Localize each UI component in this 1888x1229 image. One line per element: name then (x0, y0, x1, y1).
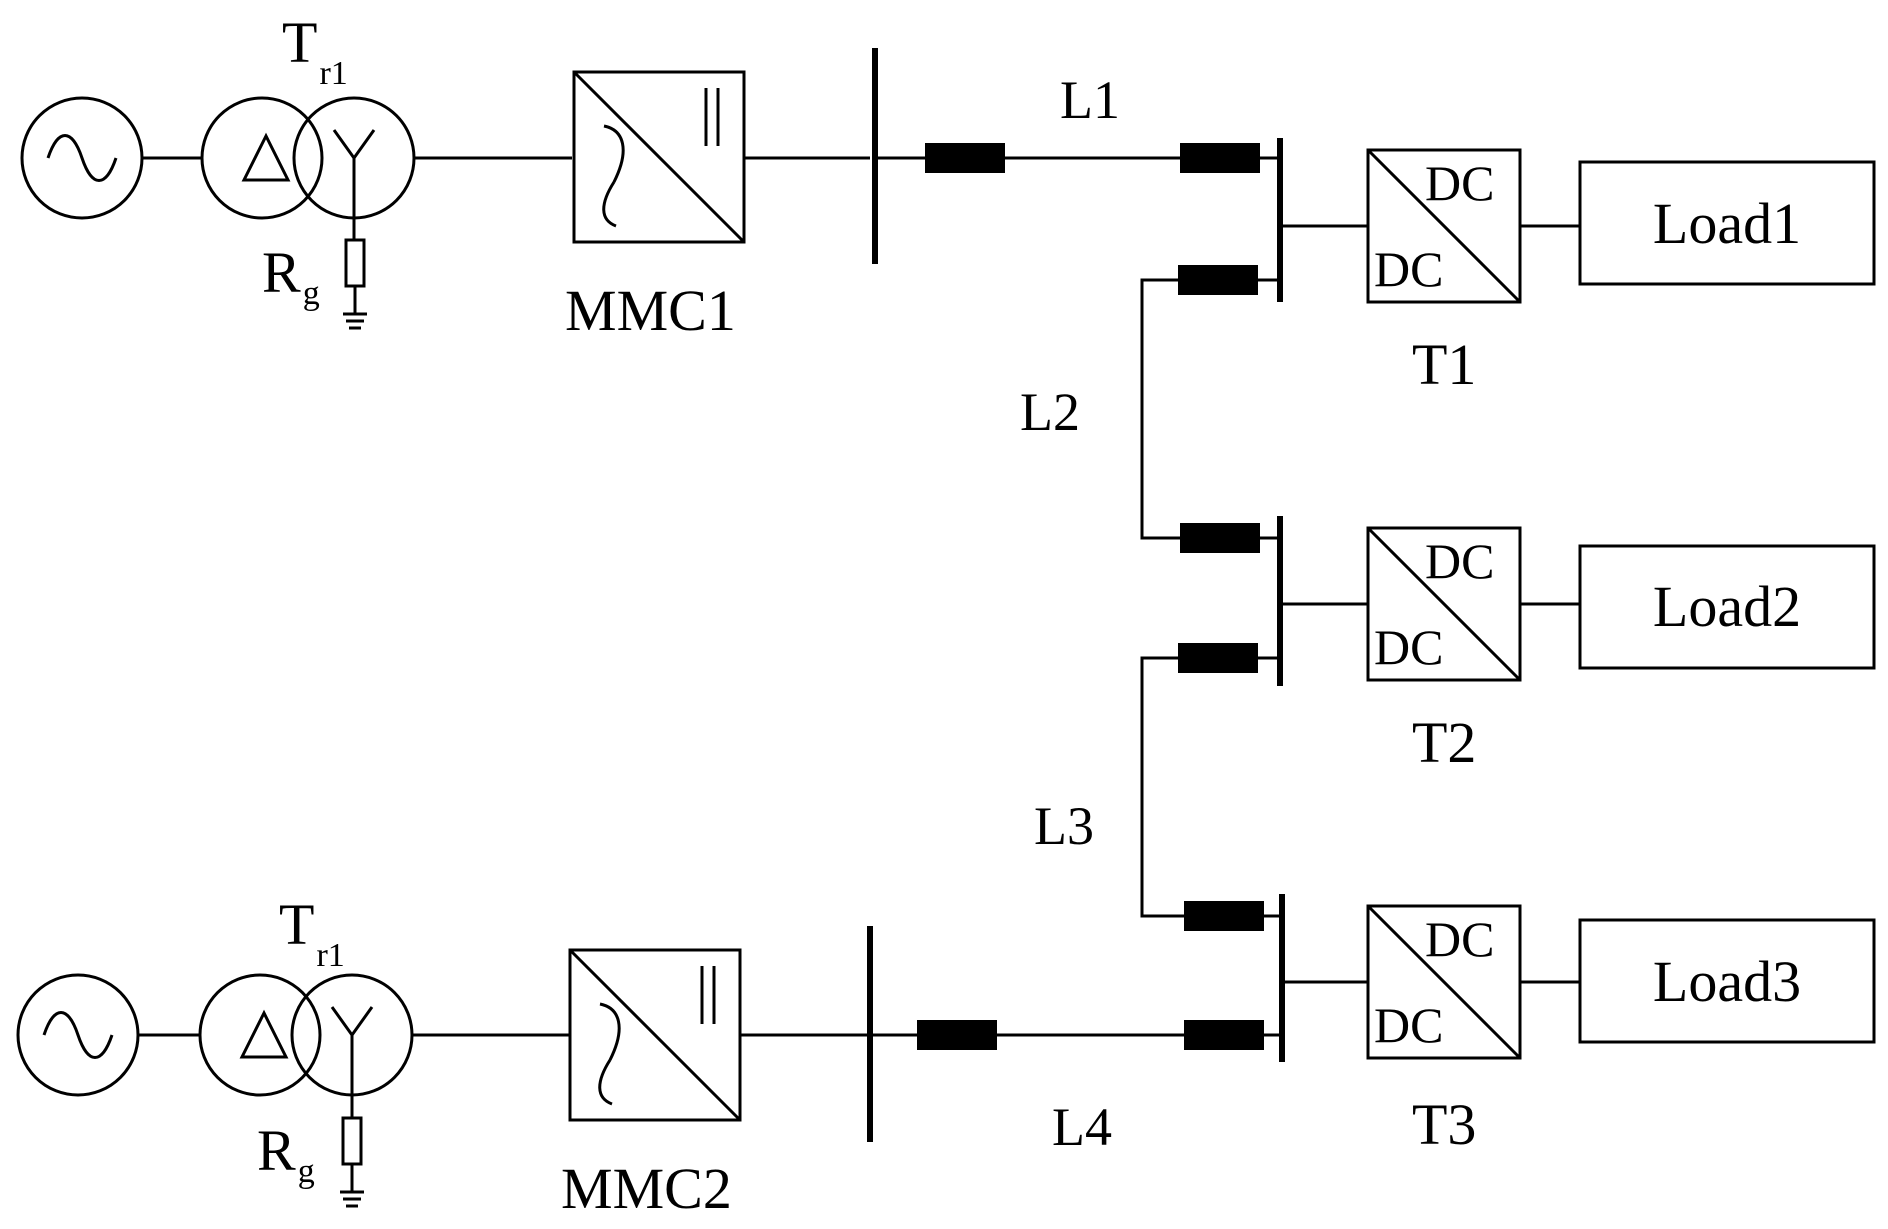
dcdc-t2-label: T2 (1412, 710, 1476, 775)
transformer-label-top: Tr1 (282, 10, 348, 92)
load3-box (1578, 918, 1876, 1044)
line-l3-label: L3 (1034, 796, 1094, 856)
line-l2-label: L2 (1020, 382, 1080, 442)
ground-resistor-top (343, 238, 367, 330)
ac-source-bottom (16, 973, 140, 1097)
mmc1-label: MMC1 (565, 278, 736, 343)
dcdc-t3-top: DC (1425, 911, 1494, 967)
line-l3 (1140, 656, 1184, 918)
load2-box (1578, 544, 1876, 670)
load1-box (1578, 160, 1876, 286)
ac-source-top (20, 96, 144, 220)
line-l2 (1140, 278, 1180, 540)
ac-wave-icon (602, 124, 625, 228)
ground-resistor-label-bottom: Rg (257, 1118, 315, 1190)
ground-icon (343, 312, 367, 330)
dcdc-t3-label: T3 (1412, 1092, 1476, 1157)
ground-resistor-bottom (340, 1116, 364, 1208)
ground-icon (340, 1190, 364, 1208)
line-l4-reactor-right (1184, 1020, 1264, 1050)
dcdc-t2-bottom: DC (1374, 619, 1443, 675)
dcdc-t2-top: DC (1425, 533, 1494, 589)
ac-wave-icon (598, 1002, 621, 1106)
transformer-label-bottom: Tr1 (279, 892, 345, 974)
line-l1-label: L1 (1060, 70, 1120, 130)
dcdc-t1-top: DC (1425, 155, 1494, 211)
wye-winding-icon (332, 129, 376, 240)
load1-label: Load1 (1653, 191, 1801, 256)
dcdc-t3-bottom: DC (1374, 997, 1443, 1053)
dcdc-t1-bottom: DC (1374, 241, 1443, 297)
ground-resistor-label-top: Rg (262, 240, 320, 312)
load2-label: Load2 (1653, 574, 1801, 639)
transformer-bottom (198, 973, 414, 1118)
line-l4-label: L4 (1052, 1097, 1112, 1157)
transformer-top (200, 96, 416, 240)
mmc2-converter (568, 948, 742, 1122)
wye-winding-icon (330, 1006, 374, 1118)
load3-label: Load3 (1653, 949, 1801, 1014)
mmc1-converter (572, 70, 746, 244)
line-l3-reactor-bottom (1184, 901, 1264, 931)
line-l1-reactor-left (925, 143, 1005, 173)
delta-winding-icon (239, 1009, 289, 1059)
mmc2-label: MMC2 (561, 1156, 732, 1221)
line-l3-reactor-top (1178, 643, 1258, 673)
line-l2-reactor-bottom (1180, 523, 1260, 553)
line-l4-reactor-left (917, 1020, 997, 1050)
line-l1-reactor-right (1180, 143, 1260, 173)
dcdc-t1-label: T1 (1412, 332, 1476, 397)
line-l2-reactor-top (1178, 265, 1258, 295)
delta-winding-icon (241, 132, 291, 182)
